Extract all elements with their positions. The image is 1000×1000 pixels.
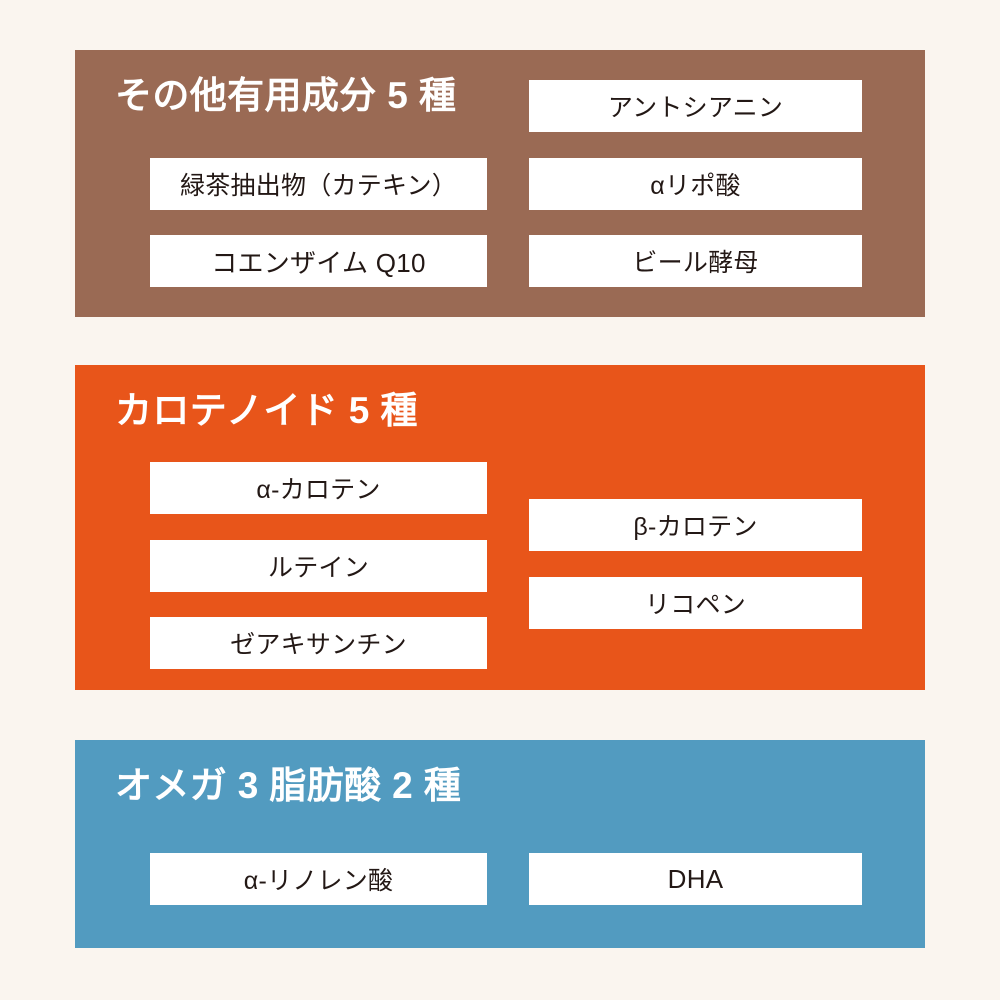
ingredient-pill-lycopene: リコペン <box>529 577 862 629</box>
ingredient-pill-alpha-linolenic-acid: α-リノレン酸 <box>150 853 487 905</box>
ingredient-pill-zeaxanthin: ゼアキサンチン <box>150 617 487 669</box>
section-title-carotenoids: カロテノイド 5 種 <box>115 390 418 431</box>
section-title-omega-3-fatty-acids: オメガ 3 脂肪酸 2 種 <box>115 765 462 806</box>
ingredient-pill-alpha-carotene: α-カロテン <box>150 462 487 514</box>
ingredient-pill-anthocyanin: アントシアニン <box>529 80 862 132</box>
ingredient-pill-beta-carotene: β-カロテン <box>529 499 862 551</box>
ingredient-pill-coenzyme-q10: コエンザイム Q10 <box>150 235 487 287</box>
section-omega-3-fatty-acids: オメガ 3 脂肪酸 2 種 α-リノレン酸 DHA <box>75 740 925 948</box>
section-carotenoids: カロテノイド 5 種 α-カロテン ルテイン ゼアキサンチン β-カロテン リコ… <box>75 365 925 690</box>
ingredient-pill-alpha-lipoic-acid: αリポ酸 <box>529 158 862 210</box>
ingredient-pill-lutein: ルテイン <box>150 540 487 592</box>
ingredient-pill-green-tea-extract: 緑茶抽出物（カテキン） <box>150 158 487 210</box>
ingredient-pill-brewers-yeast: ビール酵母 <box>529 235 862 287</box>
section-other-useful-ingredients: その他有用成分 5 種 緑茶抽出物（カテキン） コエンザイム Q10 アントシア… <box>75 50 925 317</box>
ingredient-pill-dha: DHA <box>529 853 862 905</box>
section-title-other-useful-ingredients: その他有用成分 5 種 <box>115 75 457 116</box>
